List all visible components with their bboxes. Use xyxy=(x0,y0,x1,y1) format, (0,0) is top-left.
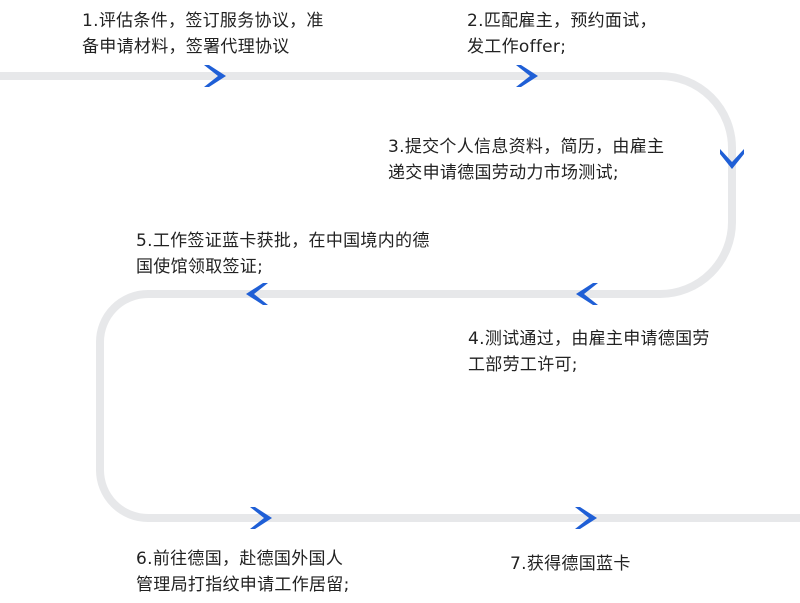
step-2-text: 2.匹配雇主，预约面试， 发工作offer; xyxy=(467,8,657,60)
step-5-text: 5.工作签证蓝卡获批，在中国境内的德 国使馆领取签证; xyxy=(136,228,430,280)
step-2-line-2: 发工作offer; xyxy=(467,37,567,57)
chevron-right-icon-7 xyxy=(575,507,597,529)
step-5-line-2: 国使馆领取签证; xyxy=(136,257,264,277)
step-5-line-1: 5.工作签证蓝卡获批，在中国境内的德 xyxy=(136,231,430,251)
step-3-text: 3.提交个人信息资料，简历，由雇主 递交申请德国劳动力市场测试; xyxy=(388,134,664,186)
step-7-text: 7.获得德国蓝卡 xyxy=(510,551,631,577)
step-3-line-1: 3.提交个人信息资料，简历，由雇主 xyxy=(388,137,665,157)
step-1-line-2: 备申请材料，签署代理协议 xyxy=(82,37,290,57)
step-3-line-2: 递交申请德国劳动力市场测试; xyxy=(388,163,619,183)
chevron-left-icon-4 xyxy=(576,283,598,305)
step-6-line-2: 管理局打指纹申请工作居留; xyxy=(136,575,350,595)
step-4-line-1: 4.测试通过，由雇主申请德国劳 xyxy=(468,329,710,349)
step-6-line-1: 6.前往德国，赴德国外国人 xyxy=(136,549,344,569)
chevron-left-icon-5 xyxy=(246,283,268,305)
chevron-down-icon-3 xyxy=(720,149,744,169)
step-7-line-1: 7.获得德国蓝卡 xyxy=(510,554,631,574)
flow-track xyxy=(0,72,800,522)
chevron-right-icon-1 xyxy=(204,65,226,87)
chevron-right-icon-6 xyxy=(250,507,272,529)
step-4-line-2: 工部劳工许可; xyxy=(468,355,578,375)
step-1-line-1: 1.评估条件，签订服务协议，准 xyxy=(82,11,324,31)
flow-arrows xyxy=(204,65,744,529)
step-6-text: 6.前往德国，赴德国外国人 管理局打指纹申请工作居留; xyxy=(136,546,350,598)
step-4-text: 4.测试通过，由雇主申请德国劳 工部劳工许可; xyxy=(468,326,710,378)
step-2-line-1: 2.匹配雇主，预约面试， xyxy=(467,11,657,31)
chevron-right-icon-2 xyxy=(516,65,538,87)
step-1-text: 1.评估条件，签订服务协议，准 备申请材料，签署代理协议 xyxy=(82,8,324,60)
